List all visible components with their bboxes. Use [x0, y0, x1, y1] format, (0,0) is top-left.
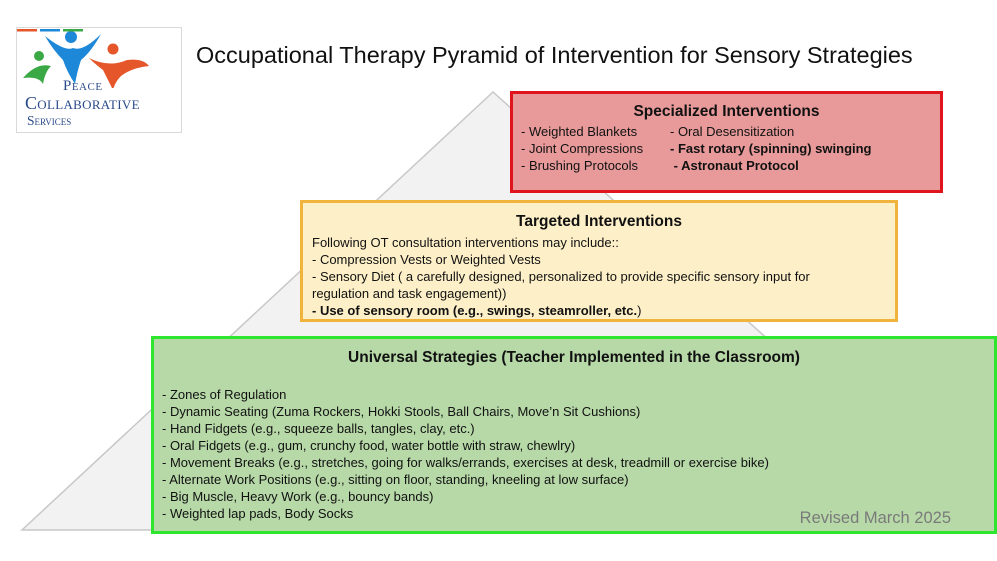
specialized-row: - Weighted Blankets - Oral Desensitizati… [521, 123, 872, 140]
specialized-item: - Brushing Protocols [521, 158, 639, 173]
targeted-item-bold: - Use of sensory room (e.g., swings, ste… [312, 303, 638, 318]
universal-item: - Zones of Regulation [162, 387, 287, 402]
universal-item: - Dynamic Seating (Zuma Rockers, Hokki S… [162, 404, 641, 419]
targeted-intro: Following OT consultation interventions … [312, 235, 619, 250]
specialized-item: - Astronaut Protocol [670, 158, 799, 173]
logo-text-collaborative: Collaborative [25, 93, 140, 113]
universal-title: Universal Strategies (Teacher Implemente… [348, 349, 800, 366]
specialized-title: Specialized Interventions [633, 103, 820, 120]
logo-text-services: Services [27, 113, 72, 128]
targeted-item: - Use of sensory room (e.g., swings, ste… [312, 302, 892, 319]
universal-item: - Oral Fidgets (e.g., gum, crunchy food,… [162, 438, 576, 453]
peace-collaborative-logo: Peace Collaborative Services [16, 27, 182, 133]
universal-list: - Zones of Regulation - Dynamic Seating … [162, 386, 769, 522]
specialized-row: - Joint Compressions - Fast rotary (spin… [521, 140, 872, 157]
specialized-item: - Fast rotary (spinning) swinging [670, 141, 872, 156]
page-title: Occupational Therapy Pyramid of Interven… [196, 42, 913, 68]
specialized-interventions-box: Specialized Interventions - Weighted Bla… [510, 91, 943, 193]
universal-strategies-box: Universal Strategies (Teacher Implemente… [151, 336, 997, 534]
targeted-item: - Sensory Diet ( a carefully designed, p… [312, 269, 810, 284]
specialized-item: - Oral Desensitization [670, 124, 795, 139]
logo-text-peace: Peace [63, 78, 103, 94]
targeted-interventions-box: Targeted Interventions Following OT cons… [300, 200, 898, 322]
revised-date: Revised March 2025 [799, 509, 951, 527]
targeted-item-tail: ) [637, 303, 642, 318]
specialized-list: - Weighted Blankets - Oral Desensitizati… [521, 123, 872, 174]
universal-item: - Movement Breaks (e.g., stretches, goin… [162, 455, 769, 470]
targeted-item-continued: regulation and task engagement)) [312, 286, 507, 301]
universal-item: - Big Muscle, Heavy Work (e.g., bouncy b… [162, 489, 434, 504]
people-figures-icon [23, 31, 149, 88]
universal-item: - Alternate Work Positions (e.g., sittin… [162, 472, 629, 487]
targeted-item: - Compression Vests or Weighted Vests [312, 252, 541, 267]
specialized-item: - Joint Compressions [521, 141, 644, 156]
targeted-list: Following OT consultation interventions … [312, 234, 892, 319]
universal-item: - Weighted lap pads, Body Socks [162, 506, 354, 521]
targeted-title: Targeted Interventions [516, 213, 682, 230]
specialized-item: - Weighted Blankets [521, 124, 638, 139]
specialized-row: - Brushing Protocols - Astronaut Protoco… [521, 157, 872, 174]
universal-item: - Hand Fidgets (e.g., squeeze balls, tan… [162, 421, 475, 436]
logo-accent-lines [17, 29, 83, 32]
